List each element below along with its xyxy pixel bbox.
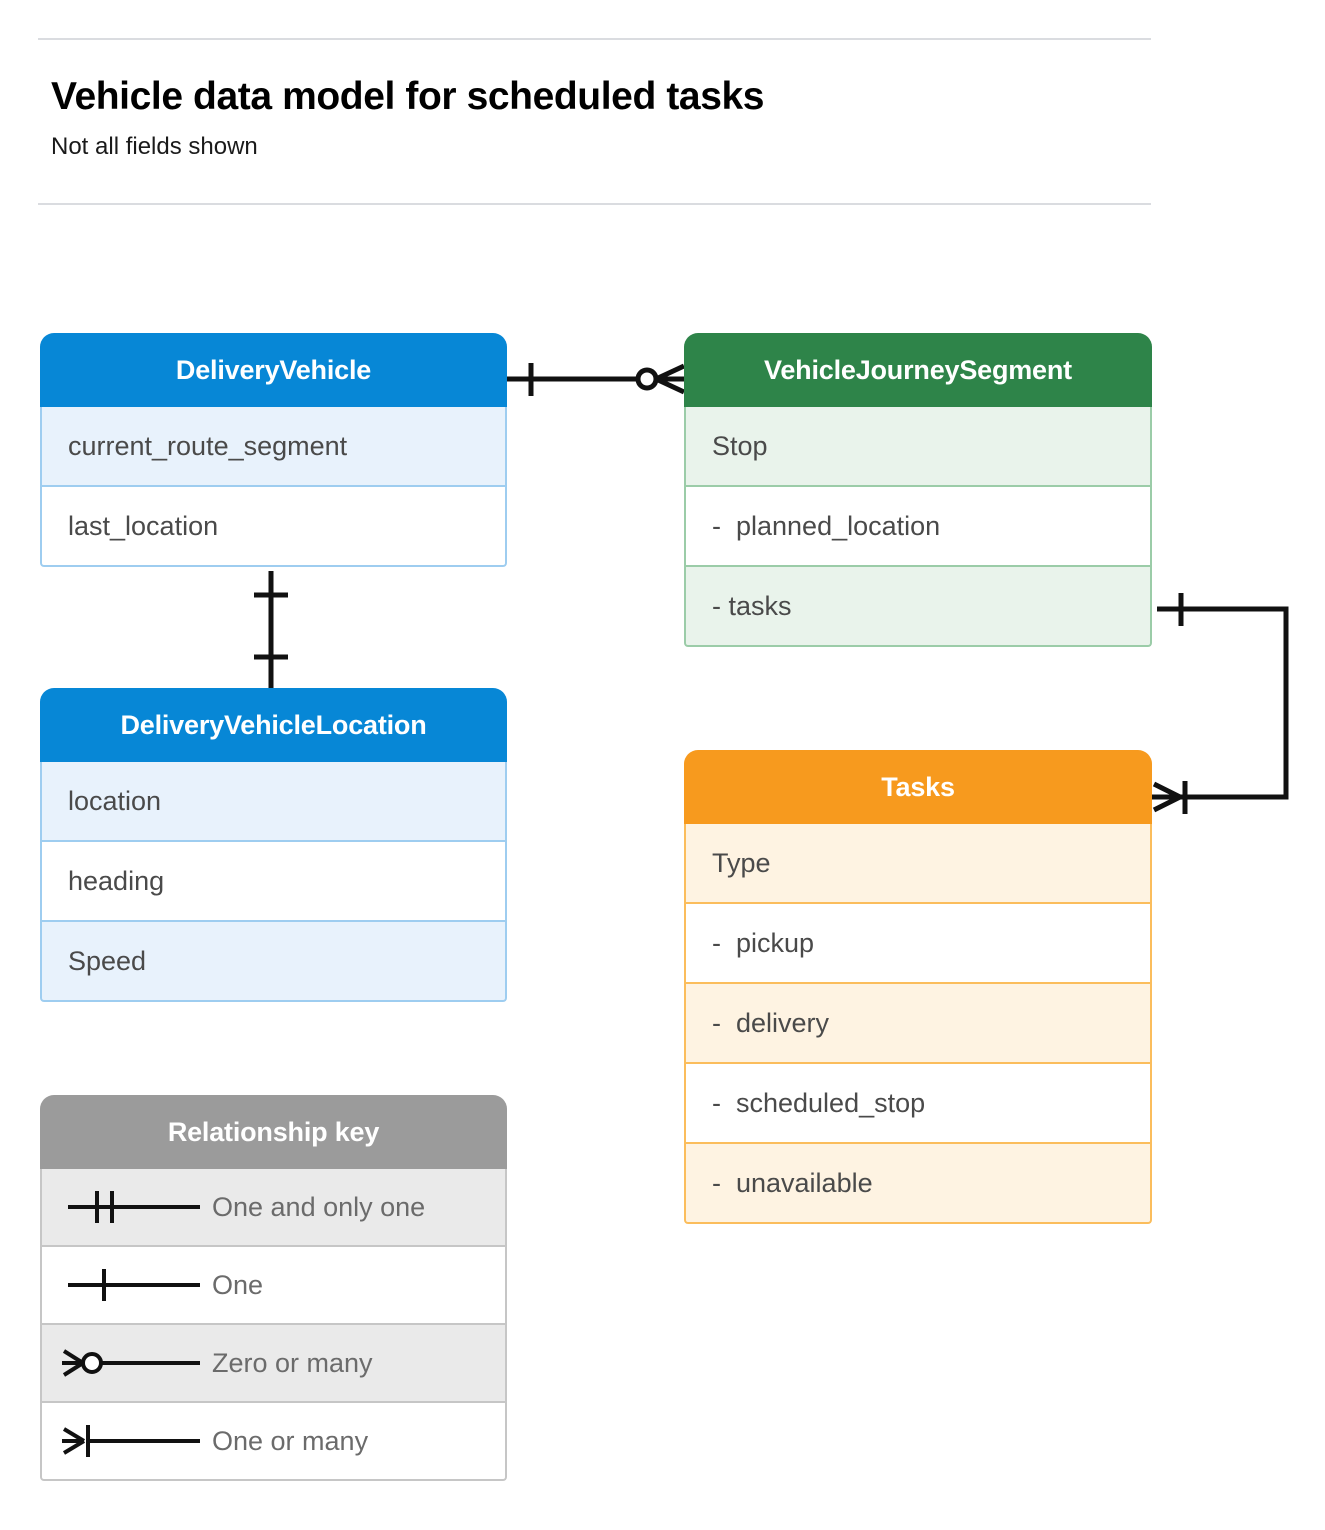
header-divider-top <box>38 38 1151 40</box>
connector-tasks-crow-top <box>1152 781 1182 800</box>
legend-item-label: One <box>212 1269 264 1300</box>
legend-item-label: One and only one <box>212 1191 426 1222</box>
entity-title-vehicle-journey-segment: VehicleJourneySegment <box>684 333 1152 407</box>
entity-title-delivery-vehicle: DeliveryVehicle <box>40 333 507 407</box>
entity-field-row: - scheduled_stop <box>684 1064 1152 1144</box>
page-subtitle: Not all fields shown <box>51 133 258 160</box>
one-or-many-icon <box>62 1425 200 1457</box>
entity-field-row: Type <box>684 824 1152 904</box>
legend-item-one-and-only-one: One and only one <box>40 1169 507 1247</box>
entity-field-row: Speed <box>40 922 507 1002</box>
legend-item-label: One or many <box>212 1425 369 1456</box>
page-title: Vehicle data model for scheduled tasks <box>51 75 765 118</box>
legend-item-zero-or-many: Zero or many <box>40 1325 507 1403</box>
entity-field-row: location <box>40 762 507 842</box>
connector-vehicle-journey-crow-bot <box>654 376 686 395</box>
entity-tasks[interactable]: Tasks Type - pickup - delivery - schedul… <box>684 750 1152 1224</box>
connector-tasks-crow-bot <box>1152 794 1182 813</box>
legend-item-label: Zero or many <box>212 1347 373 1378</box>
entity-field-row: heading <box>40 842 507 922</box>
entity-field-row: Stop <box>684 407 1152 487</box>
entity-field-row: - tasks <box>684 567 1152 647</box>
legend-relationship-key[interactable]: Relationship key One and only one One <box>40 1095 507 1481</box>
connector-vehicle-journey-circle <box>635 367 659 391</box>
entity-delivery-vehicle[interactable]: DeliveryVehicle current_route_segment la… <box>40 333 507 567</box>
entity-title-tasks: Tasks <box>684 750 1152 824</box>
zero-or-many-icon <box>62 1349 200 1377</box>
entity-title-delivery-vehicle-location: DeliveryVehicleLocation <box>40 688 507 762</box>
entity-field-row: - pickup <box>684 904 1152 984</box>
entity-vehicle-journey-segment[interactable]: VehicleJourneySegment Stop - planned_loc… <box>684 333 1152 647</box>
entity-field-row: last_location <box>40 487 507 567</box>
connector-vehicle-journey-crow-top <box>654 363 686 382</box>
entity-delivery-vehicle-location[interactable]: DeliveryVehicleLocation location heading… <box>40 688 507 1002</box>
header-divider-bottom <box>38 203 1151 205</box>
legend-item-one-or-many: One or many <box>40 1403 507 1481</box>
one-icon <box>68 1269 200 1301</box>
legend-item-one: One <box>40 1247 507 1325</box>
one-and-only-one-icon <box>68 1191 200 1223</box>
entity-field-row: - delivery <box>684 984 1152 1064</box>
connector-tasks-route <box>1157 606 1289 800</box>
entity-field-row: current_route_segment <box>40 407 507 487</box>
entity-field-row: - unavailable <box>684 1144 1152 1224</box>
legend-title: Relationship key <box>40 1095 507 1169</box>
entity-field-row: - planned_location <box>684 487 1152 567</box>
